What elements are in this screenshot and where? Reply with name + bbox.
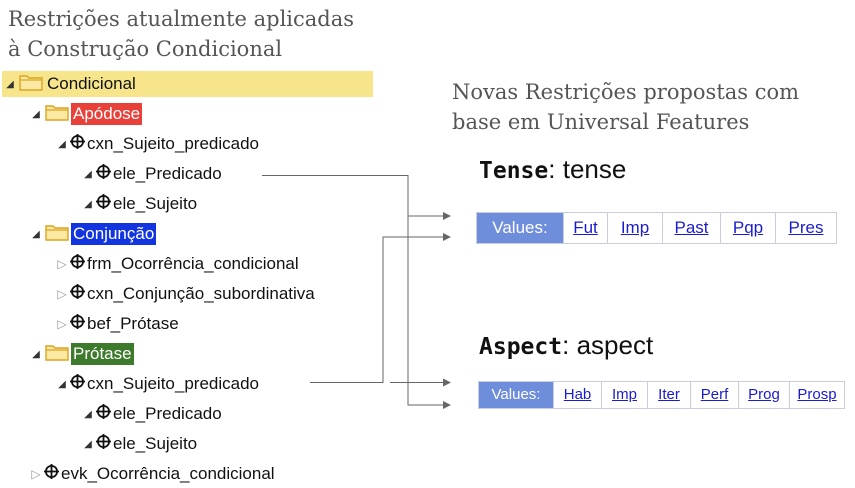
proposed-constraints-heading-line-1: Novas Restrições propostas com	[452, 80, 800, 104]
tree-node-apodose[interactable]: ◢ Apódose	[28, 101, 143, 127]
collapsed-triangle-icon[interactable]: ▷	[57, 257, 67, 271]
arrow-predicado-to-aspect	[407, 216, 451, 409]
crosshair-icon	[70, 374, 85, 394]
tree-node-label: Prótase	[71, 343, 134, 365]
tree-node-frm-ocorrencia-condicional[interactable]: ▷ frm_Ocorrência_condicional	[54, 251, 299, 277]
folder-icon	[45, 223, 69, 246]
value-link-iter[interactable]: Iter	[647, 382, 690, 408]
current-constraints-heading-line-2: à Construção Condicional	[8, 37, 283, 61]
tense-feature-title: Tense: tense	[479, 153, 626, 187]
value-link-prog[interactable]: Prog	[738, 382, 789, 408]
current-constraints-heading-line-1: Restrições atualmente aplicadas	[8, 7, 355, 31]
tree-node-label: ele_Sujeito	[113, 434, 198, 453]
aspect-feature-title: Aspect: aspect	[479, 329, 653, 363]
crosshair-icon	[96, 434, 111, 454]
tree-node-bef-protase[interactable]: ▷ bef_Prótase	[54, 311, 179, 337]
value-link-hab[interactable]: Hab	[553, 382, 601, 408]
crosshair-icon	[70, 314, 85, 334]
tree-node-label: ele_Sujeito	[113, 194, 198, 213]
folder-icon	[45, 343, 69, 366]
crosshair-icon	[96, 164, 111, 184]
folder-icon	[19, 73, 43, 96]
expanded-triangle-icon[interactable]: ◢	[84, 408, 92, 420]
collapsed-triangle-icon[interactable]: ▷	[57, 317, 67, 331]
folder-icon	[45, 103, 69, 126]
expanded-triangle-icon[interactable]: ◢	[32, 348, 40, 360]
tense-feature-name: Tense	[479, 158, 549, 184]
value-link-fut[interactable]: Fut	[563, 213, 607, 243]
crosshair-icon	[70, 254, 85, 274]
tree-node-label: Conjunção	[71, 223, 157, 245]
value-link-imp[interactable]: Imp	[601, 382, 647, 408]
value-link-past[interactable]: Past	[662, 213, 720, 243]
tree-node-cxn-sujeito-predicado[interactable]: ◢ cxn_Sujeito_predicado	[54, 131, 259, 157]
values-label: Values:	[479, 382, 553, 408]
expanded-triangle-icon[interactable]: ◢	[58, 378, 66, 390]
expanded-triangle-icon[interactable]: ◢	[58, 138, 66, 150]
crosshair-icon	[96, 194, 111, 214]
tree-node-conjuncao[interactable]: ◢ Conjunção	[28, 221, 157, 247]
tree-node-label: Apódose	[71, 103, 143, 125]
proposed-constraints-heading: Novas Restrições propostas com base em U…	[452, 77, 799, 137]
value-link-perf[interactable]: Perf	[690, 382, 738, 408]
tree-node-ele-sujeito[interactable]: ◢ ele_Sujeito	[80, 191, 197, 217]
crosshair-icon	[70, 134, 85, 154]
tree-node-label: bef_Prótase	[87, 314, 179, 333]
current-constraints-heading: Restrições atualmente aplicadas à Constr…	[8, 4, 354, 64]
value-link-imp[interactable]: Imp	[607, 213, 662, 243]
tense-values-bar: Values: Fut Imp Past Pqp Pres	[476, 212, 837, 244]
expanded-triangle-icon[interactable]: ◢	[84, 168, 92, 180]
tree-node-label: Condicional	[45, 73, 138, 95]
tree-node-label: evk_Ocorrência_condicional	[61, 464, 275, 483]
tense-feature-separator: :	[548, 154, 556, 184]
expanded-triangle-icon[interactable]: ◢	[6, 78, 14, 90]
collapsed-triangle-icon[interactable]: ▷	[57, 287, 67, 301]
tense-feature-value: tense	[562, 154, 627, 184]
aspect-feature-value: aspect	[576, 330, 654, 360]
tree-node-cxn-sujeito-predicado-protase[interactable]: ◢ cxn_Sujeito_predicado	[54, 371, 259, 397]
value-link-pres[interactable]: Pres	[775, 213, 836, 243]
crosshair-icon	[70, 284, 85, 304]
tree-node-ele-predicado[interactable]: ◢ ele_Predicado	[80, 161, 222, 187]
crosshair-icon	[96, 404, 111, 424]
crosshair-icon	[44, 464, 59, 484]
arrow-predicado-to-tense	[262, 175, 451, 220]
aspect-values-bar: Values: Hab Imp Iter Perf Prog Prosp	[478, 381, 845, 409]
expanded-triangle-icon[interactable]: ◢	[32, 228, 40, 240]
tree-node-ele-predicado-protase[interactable]: ◢ ele_Predicado	[80, 401, 222, 427]
expanded-triangle-icon[interactable]: ◢	[84, 438, 92, 450]
proposed-constraints-heading-line-2: base em Universal Features	[452, 110, 750, 134]
tree-node-label: frm_Ocorrência_condicional	[87, 254, 299, 273]
aspect-feature-separator: :	[562, 330, 570, 360]
tree-node-condicional[interactable]: ◢ Condicional	[2, 71, 373, 97]
value-link-pqp[interactable]: Pqp	[720, 213, 775, 243]
tree-node-protase[interactable]: ◢ Prótase	[28, 341, 134, 367]
collapsed-triangle-icon[interactable]: ▷	[31, 467, 41, 481]
tree-node-label: ele_Predicado	[113, 404, 222, 423]
expanded-triangle-icon[interactable]: ◢	[32, 108, 40, 120]
tree-node-cxn-conjuncao-subordinativa[interactable]: ▷ cxn_Conjunção_subordinativa	[54, 281, 315, 307]
arrow-cxn-protase-to-tense	[310, 233, 451, 383]
tree-node-label: cxn_Conjunção_subordinativa	[87, 284, 315, 303]
tree-node-label: cxn_Sujeito_predicado	[87, 374, 260, 393]
tree-node-label: ele_Predicado	[113, 164, 222, 183]
value-link-prosp[interactable]: Prosp	[789, 382, 844, 408]
values-label: Values:	[477, 213, 563, 243]
tree-node-label: cxn_Sujeito_predicado	[87, 134, 260, 153]
aspect-feature-name: Aspect	[479, 334, 563, 360]
tree-node-evk-ocorrencia-condicional[interactable]: ▷ evk_Ocorrência_condicional	[28, 461, 275, 487]
tree-node-ele-sujeito-protase[interactable]: ◢ ele_Sujeito	[80, 431, 197, 457]
expanded-triangle-icon[interactable]: ◢	[84, 198, 92, 210]
